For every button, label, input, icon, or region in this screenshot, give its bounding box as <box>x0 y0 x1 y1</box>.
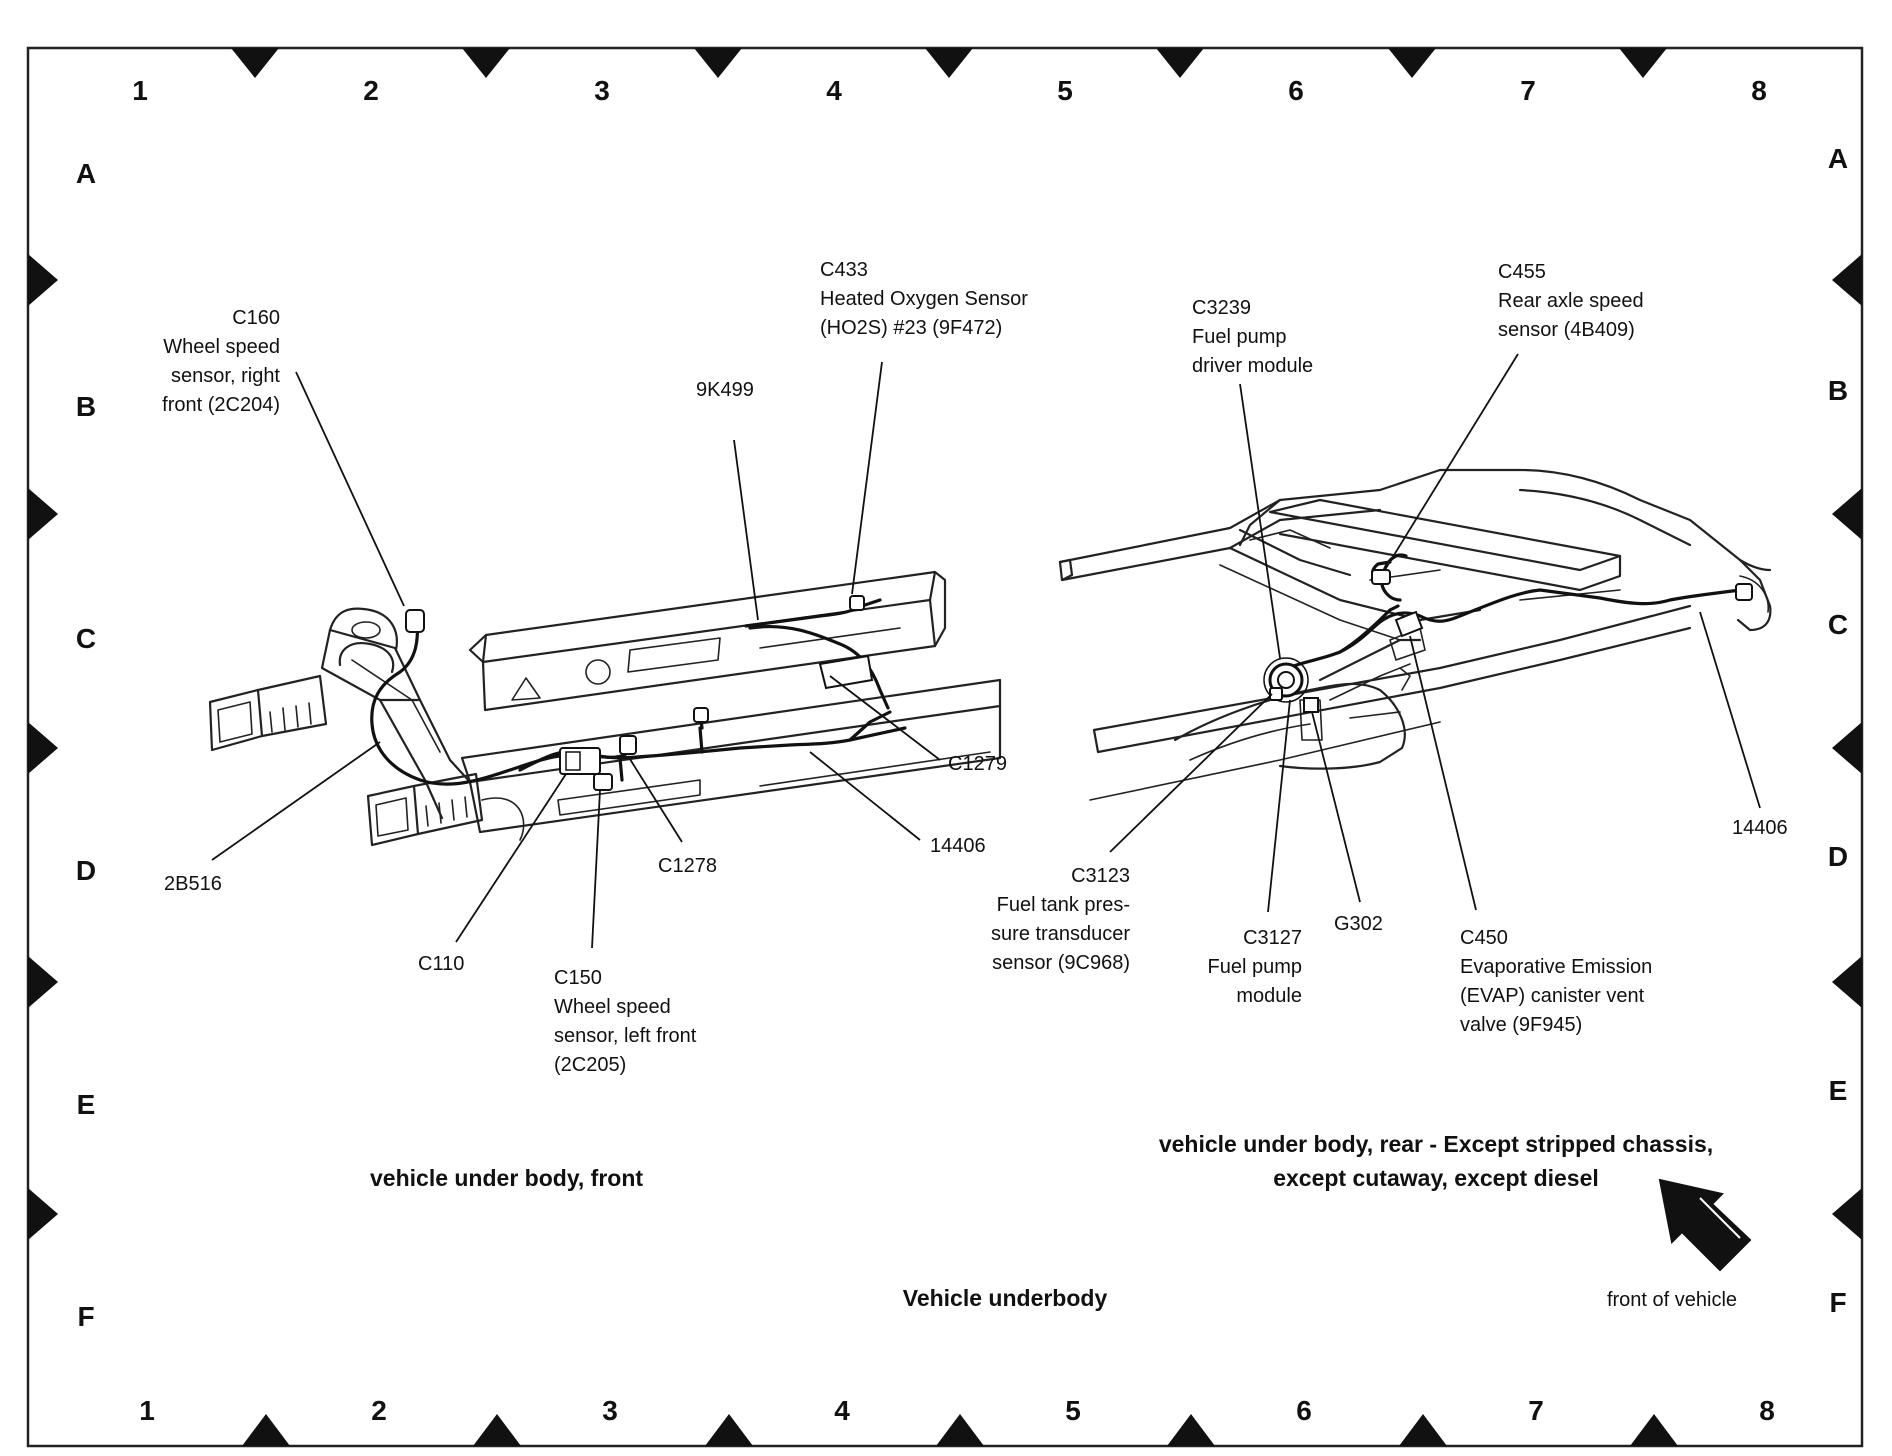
grid-column-label: 6 <box>1288 75 1304 106</box>
grid-marker <box>1630 1414 1678 1446</box>
grid-row-label: B <box>1828 375 1848 406</box>
grid-row-label: E <box>1829 1075 1848 1106</box>
grid-row-label: D <box>1828 841 1848 872</box>
grid-marker <box>694 48 742 78</box>
grid-row-labels-left: A B C D E F <box>76 158 96 1332</box>
callout-2b516: 2B516 <box>164 873 222 895</box>
grid-row-label: A <box>1828 143 1848 174</box>
rear-underbody-illustration <box>1058 468 1772 801</box>
callout-14406-rear: 14406 <box>1732 817 1788 839</box>
grid-row-labels-right: A B C D E F <box>1828 143 1848 1318</box>
grid-row-label: A <box>76 158 96 189</box>
grid-column-label: 5 <box>1065 1395 1081 1426</box>
grid-marker <box>925 48 973 78</box>
caption-front-view: vehicle under body, front <box>370 1165 643 1191</box>
grid-column-label: 2 <box>363 75 379 106</box>
grid-column-label: 1 <box>132 75 148 106</box>
grid-column-label: 7 <box>1520 75 1536 106</box>
grid-marker <box>242 1414 290 1446</box>
grid-marker <box>28 254 58 306</box>
callout-c1278: C1278 <box>658 855 717 877</box>
grid-marker <box>28 722 58 774</box>
callout-c1279: C1279 <box>948 753 1007 775</box>
callout-g302: G302 <box>1334 913 1383 935</box>
caption-vehicle-underbody: Vehicle underbody <box>903 1285 1108 1311</box>
grid-marker <box>936 1414 984 1446</box>
grid-column-label: 4 <box>826 75 842 106</box>
callout-14406-front: 14406 <box>930 835 986 857</box>
grid-column-label: 3 <box>602 1395 618 1426</box>
grid-marker <box>1619 48 1667 78</box>
grid-marker <box>1388 48 1436 78</box>
grid-column-label: 5 <box>1057 75 1073 106</box>
grid-markers-left <box>28 254 58 1240</box>
diagram-border <box>26 46 1864 1448</box>
grid-marker <box>705 1414 753 1446</box>
grid-marker <box>1832 488 1862 540</box>
grid-marker <box>473 1414 521 1446</box>
caption-rear-view: vehicle under body, rear - Except stripp… <box>1159 1131 1713 1191</box>
grid-row-label: E <box>77 1089 96 1120</box>
grid-column-labels-bottom: 1 2 3 4 5 6 7 8 <box>139 1395 1775 1426</box>
grid-column-label: 8 <box>1751 75 1767 106</box>
grid-marker <box>1832 722 1862 774</box>
grid-column-label: 1 <box>139 1395 155 1426</box>
front-of-vehicle-arrow-icon <box>1658 1178 1752 1272</box>
grid-marker <box>231 48 279 78</box>
grid-column-label: 8 <box>1759 1395 1775 1426</box>
callout-9k499: 9K499 <box>696 379 754 401</box>
rear-wiring-harness <box>1263 553 1753 713</box>
grid-marker <box>1832 956 1862 1008</box>
grid-marker <box>1167 1414 1215 1446</box>
grid-markers-top <box>231 48 1667 78</box>
grid-marker <box>28 956 58 1008</box>
grid-marker <box>28 488 58 540</box>
grid-row-label: F <box>77 1301 94 1332</box>
leader-lines <box>211 353 1761 949</box>
front-underbody-illustration <box>208 570 1002 847</box>
grid-column-label: 2 <box>371 1395 387 1426</box>
grid-marker <box>1832 1188 1862 1240</box>
grid-marker <box>1156 48 1204 78</box>
grid-marker <box>1832 254 1862 306</box>
grid-row-label: B <box>76 391 96 422</box>
grid-row-label: D <box>76 855 96 886</box>
grid-column-label: 6 <box>1296 1395 1312 1426</box>
grid-row-label: C <box>1828 609 1848 640</box>
grid-column-label: 3 <box>594 75 610 106</box>
grid-marker <box>1399 1414 1447 1446</box>
grid-row-label: C <box>76 623 96 654</box>
caption-front-of-vehicle: front of vehicle <box>1607 1289 1737 1311</box>
grid-row-label: F <box>1829 1287 1846 1318</box>
grid-column-label: 4 <box>834 1395 850 1426</box>
callout-c110: C110 <box>418 953 464 975</box>
grid-markers-bottom <box>242 1414 1678 1446</box>
grid-column-labels-top: 1 2 3 4 5 6 7 8 <box>132 75 1767 106</box>
front-wiring-harness <box>370 595 907 791</box>
grid-marker <box>28 1188 58 1240</box>
grid-column-label: 7 <box>1528 1395 1544 1426</box>
grid-marker <box>462 48 510 78</box>
grid-markers-right <box>1832 254 1862 1240</box>
